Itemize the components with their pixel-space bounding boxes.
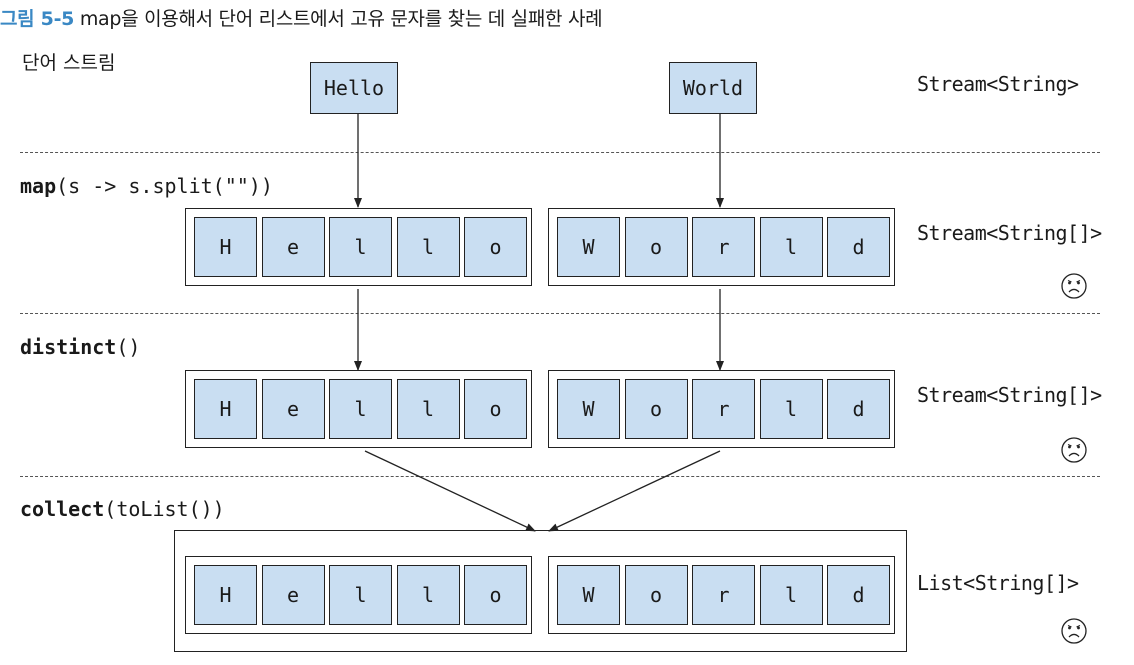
char-cell: l: [329, 565, 392, 625]
figure-caption: 그림 5-5 map을 이용해서 단어 리스트에서 고유 문자를 찾는 데 실패…: [0, 4, 603, 31]
char-cell: l: [759, 217, 823, 277]
char-cell: l: [396, 379, 460, 439]
figure-number: 그림 5-5: [0, 8, 75, 30]
stage-type-label: List<String[]>: [917, 571, 1079, 595]
char-cell: H: [194, 379, 257, 439]
char-cell: W: [557, 379, 620, 439]
char-cell: d: [827, 565, 890, 625]
char-cell: H: [194, 217, 257, 277]
op-args: (s -> s.split("")): [56, 174, 273, 198]
char-cell: l: [759, 565, 823, 625]
map-operation-label: map(s -> s.split("")): [20, 174, 273, 198]
char-cell: W: [557, 217, 620, 277]
word-box-world: World: [669, 62, 757, 114]
op-args: (toList()): [104, 497, 225, 521]
figure-caption-text: map을 이용해서 단어 리스트에서 고유 문자를 찾는 데 실패한 사례: [74, 8, 603, 30]
stage-separator: [20, 313, 1100, 314]
word-stream-label: 단어 스트림: [22, 52, 116, 74]
flow-arrow-hello-collect: [364, 450, 536, 532]
char-cell: r: [692, 565, 755, 625]
op-keyword: map: [20, 174, 57, 198]
sad-face-icon: [1061, 273, 1087, 299]
char-cell: o: [624, 565, 688, 625]
collect-operation-label: collect(toList()): [20, 497, 225, 521]
char-cell: e: [261, 379, 325, 439]
char-cell: d: [827, 217, 890, 277]
stage-separator: [20, 152, 1100, 153]
char-cell: e: [261, 217, 325, 277]
op-args: (): [116, 335, 141, 359]
char-cell: H: [194, 565, 257, 625]
char-cell: o: [464, 217, 527, 277]
sad-face-icon: [1061, 618, 1087, 644]
flow-arrow-world-collect: [548, 450, 721, 532]
char-cell: l: [396, 217, 460, 277]
char-cell: e: [261, 565, 325, 625]
op-keyword: collect: [20, 497, 105, 521]
char-cell: o: [624, 217, 688, 277]
word-box-hello: Hello: [310, 62, 398, 114]
char-cell: o: [624, 379, 688, 439]
char-cell: o: [464, 565, 527, 625]
distinct-operation-label: distinct(): [20, 335, 140, 359]
char-cell: W: [557, 565, 620, 625]
sad-face-icon: [1061, 437, 1087, 463]
source-type-label: Stream<String>: [917, 72, 1079, 96]
char-cell: d: [827, 379, 890, 439]
char-cell: l: [396, 565, 460, 625]
char-cell: l: [329, 217, 392, 277]
stage-separator: [20, 476, 1100, 477]
char-cell: o: [464, 379, 527, 439]
stage-type-label: Stream<String[]>: [917, 221, 1102, 245]
op-keyword: distinct: [20, 335, 117, 359]
stage-type-label: Stream<String[]>: [917, 383, 1102, 407]
char-cell: r: [692, 379, 755, 439]
char-cell: l: [759, 379, 823, 439]
char-cell: l: [329, 379, 392, 439]
char-cell: r: [692, 217, 755, 277]
